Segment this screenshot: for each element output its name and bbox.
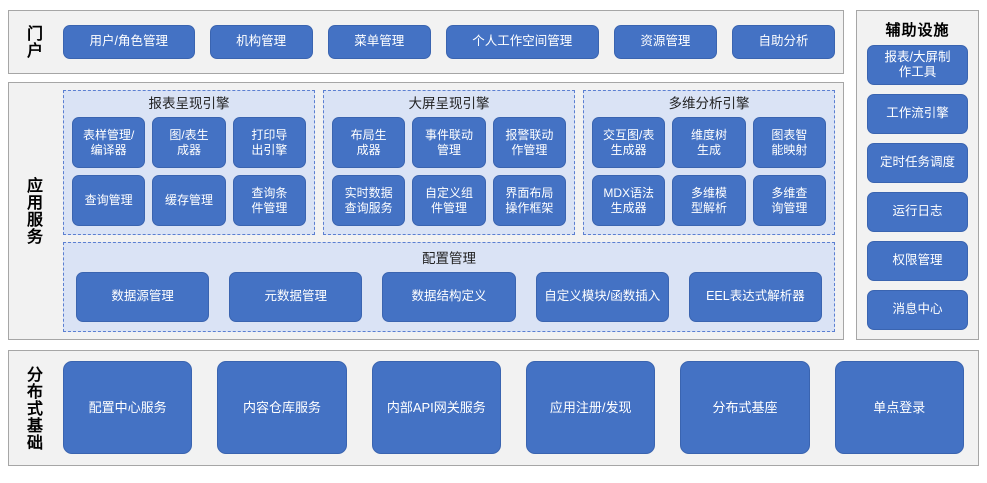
application-services-tier-label: 应用服务 xyxy=(23,177,41,245)
application-services-content: 报表呈现引擎 表样管理/ 编译器 图/表生 成器 打印导 出引擎 查询管理 缓存… xyxy=(63,90,835,332)
dist-item-application-registration-discovery[interactable]: 应用注册/发现 xyxy=(525,361,656,454)
auxiliary-facilities-list: 报表/大屏制 作工具 工作流引擎 定时任务调度 运行日志 权限管理 消息中心 xyxy=(867,45,968,330)
config-item-data-structure-definition[interactable]: 数据结构定义 xyxy=(382,272,516,322)
distributed-foundation-row: 配置中心服务 内容仓库服务 内部API网关服务 应用注册/发现 分布式基座 单点… xyxy=(63,361,964,454)
engine-bigscreen-item-ui-layout-operation-framework[interactable]: 界面布局 操作框架 xyxy=(492,175,566,226)
engine-report-item-query-management[interactable]: 查询管理 xyxy=(72,175,146,226)
config-item-metadata-management[interactable]: 元数据管理 xyxy=(229,272,363,322)
engine-bigscreen-rendering-grid: 布局生 成器 事件联动 管理 报警联动 作管理 实时数据 查询服务 自定义组 件… xyxy=(332,117,566,226)
aux-item-permission-management[interactable]: 权限管理 xyxy=(867,241,968,281)
engine-bigscreen-item-event-linkage-management[interactable]: 事件联动 管理 xyxy=(412,117,486,169)
distributed-foundation-panel: 分布式基础 配置中心服务 内容仓库服务 内部API网关服务 应用注册/发现 分布… xyxy=(8,350,979,466)
dist-item-single-sign-on[interactable]: 单点登录 xyxy=(834,361,964,454)
auxiliary-facilities-panel: 辅助设施 报表/大屏制 作工具 工作流引擎 定时任务调度 运行日志 权限管理 消… xyxy=(856,10,979,340)
distributed-foundation-tier-label: 分布式基础 xyxy=(23,365,41,451)
engine-bigscreen-item-realtime-data-query-service[interactable]: 实时数据 查询服务 xyxy=(332,175,406,226)
configuration-management-row: 数据源管理 元数据管理 数据结构定义 自定义模块/函数插入 EEL表达式解析器 xyxy=(76,272,823,322)
dist-item-content-repository-service[interactable]: 内容仓库服务 xyxy=(217,361,347,454)
engine-report-item-query-condition-management[interactable]: 查询条 件管理 xyxy=(232,175,306,226)
dist-item-internal-api-gateway-service[interactable]: 内部API网关服务 xyxy=(371,361,501,454)
engine-olap-item-multidimensional-model-parsing[interactable]: 多维模 型解析 xyxy=(672,175,746,226)
config-item-custom-module-function-insertion[interactable]: 自定义模块/函数插入 xyxy=(535,272,669,322)
engine-olap-item-dimension-tree-generation[interactable]: 维度树 生成 xyxy=(672,117,746,169)
aux-item-message-center[interactable]: 消息中心 xyxy=(867,290,968,330)
portal-item-personal-workspace-management[interactable]: 个人工作空间管理 xyxy=(445,25,599,59)
application-services-panel: 应用服务 报表呈现引擎 表样管理/ 编译器 图/表生 成器 打印导 出引擎 查询… xyxy=(8,82,844,340)
config-item-eel-expression-parser[interactable]: EEL表达式解析器 xyxy=(688,272,823,322)
aux-item-runtime-log[interactable]: 运行日志 xyxy=(867,192,968,232)
portal-button-row: 用户/角色管理 机构管理 菜单管理 个人工作空间管理 资源管理 自助分析 xyxy=(63,11,836,73)
engine-multidimensional-analysis-grid: 交互图/表 生成器 维度树 生成 图表智 能映射 MDX语法 生成器 多维模 型… xyxy=(592,117,826,226)
portal-tier-panel: 门户 用户/角色管理 机构管理 菜单管理 个人工作空间管理 资源管理 自助分析 xyxy=(8,10,844,74)
engine-bigscreen-item-alarm-linkage-action-management[interactable]: 报警联动 作管理 xyxy=(492,117,566,169)
engine-olap-item-interactive-chart-table-generator[interactable]: 交互图/表 生成器 xyxy=(592,117,666,169)
portal-item-self-service-analysis[interactable]: 自助分析 xyxy=(731,25,836,59)
dist-item-config-center-service[interactable]: 配置中心服务 xyxy=(63,361,193,454)
engine-multidimensional-analysis-title: 多维分析引擎 xyxy=(668,96,750,111)
engine-bigscreen-item-layout-generator[interactable]: 布局生 成器 xyxy=(332,117,406,169)
auxiliary-facilities-title: 辅助设施 xyxy=(885,22,950,39)
configuration-management-panel: 配置管理 数据源管理 元数据管理 数据结构定义 自定义模块/函数插入 EEL表达… xyxy=(63,242,835,332)
portal-item-resource-management[interactable]: 资源管理 xyxy=(613,25,717,59)
engine-report-rendering-grid: 表样管理/ 编译器 图/表生 成器 打印导 出引擎 查询管理 缓存管理 查询条 … xyxy=(72,117,306,226)
engine-report-rendering: 报表呈现引擎 表样管理/ 编译器 图/表生 成器 打印导 出引擎 查询管理 缓存… xyxy=(63,90,315,235)
engine-report-item-template-management-compiler[interactable]: 表样管理/ 编译器 xyxy=(72,117,146,169)
aux-item-scheduled-task-scheduling[interactable]: 定时任务调度 xyxy=(867,143,968,183)
configuration-management-title: 配置管理 xyxy=(422,251,476,266)
engine-report-item-chart-table-generator[interactable]: 图/表生 成器 xyxy=(152,117,226,169)
dist-item-distributed-base[interactable]: 分布式基座 xyxy=(680,361,810,454)
engine-report-item-print-export-engine[interactable]: 打印导 出引擎 xyxy=(232,117,306,169)
portal-tier-label: 门户 xyxy=(23,25,41,59)
engine-olap-item-chart-smart-mapping[interactable]: 图表智 能映射 xyxy=(752,117,826,169)
portal-item-user-role-management[interactable]: 用户/角色管理 xyxy=(63,25,195,59)
engine-olap-item-mdx-syntax-generator[interactable]: MDX语法 生成器 xyxy=(592,175,666,226)
engine-report-rendering-title: 报表呈现引擎 xyxy=(148,96,230,111)
engine-multidimensional-analysis: 多维分析引擎 交互图/表 生成器 维度树 生成 图表智 能映射 MDX语法 生成… xyxy=(583,90,835,235)
engine-olap-item-multidimensional-query-management[interactable]: 多维查 询管理 xyxy=(752,175,826,226)
engines-row: 报表呈现引擎 表样管理/ 编译器 图/表生 成器 打印导 出引擎 查询管理 缓存… xyxy=(63,90,835,235)
portal-item-menu-management[interactable]: 菜单管理 xyxy=(327,25,431,59)
portal-item-org-management[interactable]: 机构管理 xyxy=(209,25,313,59)
aux-item-workflow-engine[interactable]: 工作流引擎 xyxy=(867,94,968,134)
config-item-datasource-management[interactable]: 数据源管理 xyxy=(76,272,210,322)
engine-report-item-cache-management[interactable]: 缓存管理 xyxy=(152,175,226,226)
engine-bigscreen-rendering: 大屏呈现引擎 布局生 成器 事件联动 管理 报警联动 作管理 实时数据 查询服务… xyxy=(323,90,575,235)
engine-bigscreen-rendering-title: 大屏呈现引擎 xyxy=(408,96,490,111)
aux-item-report-bigscreen-authoring-tool[interactable]: 报表/大屏制 作工具 xyxy=(867,45,968,85)
engine-bigscreen-item-custom-widget-management[interactable]: 自定义组 件管理 xyxy=(412,175,486,226)
